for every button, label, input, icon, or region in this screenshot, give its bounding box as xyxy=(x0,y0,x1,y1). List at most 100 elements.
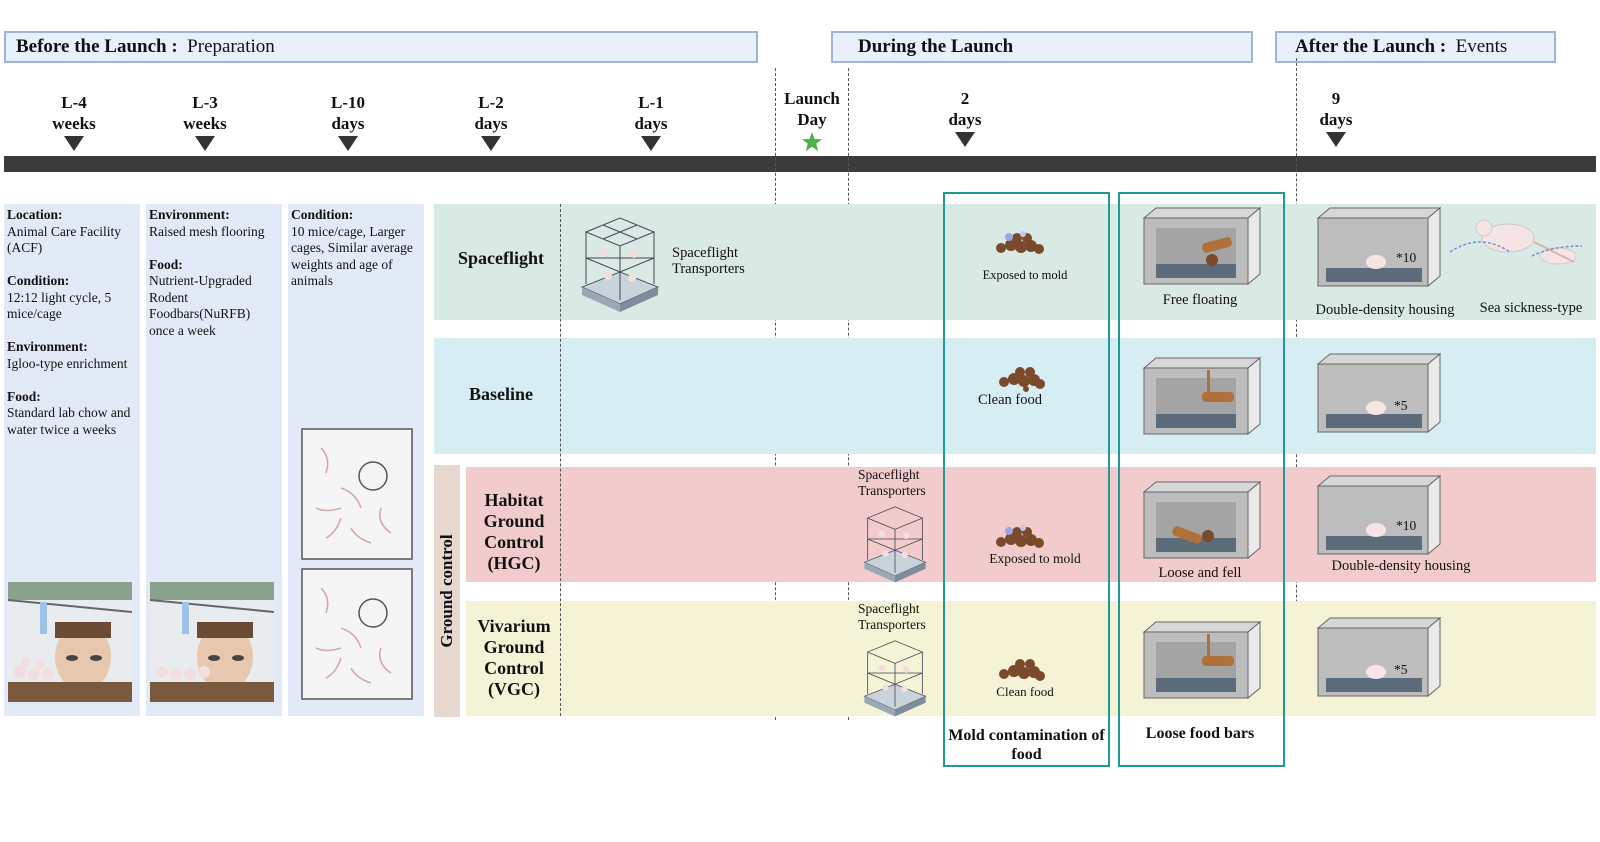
environment-text: Igloo-type enrichment xyxy=(7,355,128,371)
timeline-l1-days: L-1 days xyxy=(606,92,696,134)
condition-heading: Condition: xyxy=(291,207,354,222)
timeline-launch-day: Launch Day xyxy=(767,88,857,130)
timeline-label-line1: L-3 xyxy=(192,93,218,112)
transporter-caption-hgc: Spaceflight Transporters xyxy=(858,467,926,498)
timeline-l10-days: L-10 days xyxy=(303,92,393,134)
larger-cage-icon xyxy=(301,568,413,700)
moldy-food-icon xyxy=(996,231,1044,254)
row-label-spaceflight: Spaceflight xyxy=(457,248,544,268)
timeline-label-line1: L-1 xyxy=(638,93,664,112)
phase-after-launch: After the Launch : Events xyxy=(1275,31,1556,63)
condition-heading: Condition: xyxy=(7,273,70,288)
timeline-label-line1: L-4 xyxy=(61,93,87,112)
timeline-marker-icon xyxy=(955,132,975,147)
timeline-marker-icon xyxy=(641,136,661,151)
free-floating-caption: Free floating xyxy=(1162,292,1238,308)
double-density-caption-spaceflight: Double-density housing xyxy=(1315,302,1455,318)
timeline-l4-weeks: L-4 weeks xyxy=(29,92,119,134)
divider-l2 xyxy=(560,204,561,716)
loose-food-bars-caption: Loose food bars xyxy=(1145,725,1255,742)
mold-contamination-caption: Mold contamination of food xyxy=(948,727,1105,763)
timeline-label-line2: days xyxy=(474,114,508,133)
environment-text: Raised mesh flooring xyxy=(149,223,265,239)
clean-food-caption-vgc: Clean food xyxy=(996,684,1054,699)
phase-before-sub: Preparation xyxy=(187,36,275,57)
timeline-label-line2: days xyxy=(1319,110,1353,129)
timeline-label-line1: 2 xyxy=(960,89,970,108)
transporter-caption-vgc: Spaceflight Transporters xyxy=(858,601,926,632)
timeline-marker-icon xyxy=(64,136,84,151)
timeline-label-line2: days xyxy=(634,114,668,133)
food-text: Standard lab chow and water twice a week… xyxy=(7,405,131,437)
housing-cage-icon xyxy=(1316,616,1442,698)
phase-before-title: Before the Launch : xyxy=(16,36,178,57)
timeline-l2-days: L-2 days xyxy=(446,92,536,134)
launch-star-icon xyxy=(802,132,822,151)
phase-after-title: After the Launch : xyxy=(1295,36,1447,57)
ground-control-text: Ground control xyxy=(437,534,456,648)
habitat-cage-icon xyxy=(1142,206,1262,286)
mold-contamination-box xyxy=(943,192,1110,767)
housing-cage-icon xyxy=(1316,474,1442,556)
row-label-baseline: Baseline xyxy=(468,384,533,404)
condition-text: 10 mice/cage, Larger cages, Similar aver… xyxy=(291,223,413,289)
phase-after-sub: Events xyxy=(1455,36,1508,57)
loose-fell-caption: Loose and fell xyxy=(1158,565,1242,581)
timeline-l3-weeks: L-3 weeks xyxy=(160,92,250,134)
larger-cage-icon xyxy=(301,428,413,560)
transporter-icon xyxy=(580,217,660,312)
exposed-mold-caption-spaceflight: Exposed to mold xyxy=(982,268,1068,282)
timeline-9-days: 9 days xyxy=(1291,88,1381,130)
timeline-label-line2: Day xyxy=(797,110,827,129)
food-heading: Food: xyxy=(7,388,41,404)
condition-text: 12:12 light cycle, 5 mice/cage xyxy=(7,289,112,322)
transporter-icon xyxy=(863,640,927,717)
clean-food-icon xyxy=(999,367,1045,392)
timeline-2-days: 2 days xyxy=(920,88,1010,130)
phase-before-launch: Before the Launch : Preparation xyxy=(4,31,758,63)
phase-during-title: During the Launch xyxy=(858,36,1014,57)
x10-label-spaceflight: *10 xyxy=(1396,250,1417,265)
timeline-label-line2: weeks xyxy=(52,114,96,133)
sea-sick-mouse-icon xyxy=(1449,219,1583,265)
clean-food-caption-baseline: Clean food xyxy=(977,392,1043,408)
housing-cage-icon xyxy=(1316,206,1442,288)
transporter-caption-spaceflight: Spaceflight Transporters xyxy=(672,245,745,277)
habitat-cage-icon xyxy=(1142,620,1262,700)
timeline-label-line1: L-10 xyxy=(331,93,365,112)
ground-control-label: Ground control xyxy=(434,465,460,717)
animal-facility-illustration xyxy=(8,582,132,702)
timeline-label-line1: 9 xyxy=(1331,89,1341,108)
timeline-label-line2: days xyxy=(948,110,982,129)
loose-food-bars-box xyxy=(1118,192,1285,767)
sea-sickness-caption: Sea sickness-type xyxy=(1479,300,1583,316)
food-heading: Food: xyxy=(149,256,183,272)
environment-heading: Environment: xyxy=(7,339,88,354)
timeline-label-line1: L-2 xyxy=(478,93,504,112)
transporter-icon xyxy=(863,506,927,583)
food-text: Nutrient-Upgraded Rodent Foodbars(NuRFB)… xyxy=(149,273,252,338)
phase-during-launch: During the Launch xyxy=(831,31,1253,63)
timeline-marker-icon xyxy=(338,136,358,151)
moldy-food-icon xyxy=(996,525,1044,548)
housing-cage-icon xyxy=(1316,352,1442,434)
timeline-label-line2: weeks xyxy=(183,114,227,133)
timeline-label-line2: days xyxy=(331,114,365,133)
habitat-cage-icon xyxy=(1142,480,1262,560)
x5-label-baseline: *5 xyxy=(1394,398,1408,413)
environment-heading: Environment: xyxy=(149,207,230,222)
x10-label-hgc: *10 xyxy=(1396,518,1417,533)
exposed-mold-caption-hgc: Exposed to mold xyxy=(989,551,1081,566)
double-density-caption-hgc: Double-density housing xyxy=(1331,558,1471,574)
location-text: Animal Care Facility (ACF) xyxy=(7,223,121,256)
timeline-marker-icon xyxy=(1326,132,1346,147)
habitat-cage-icon xyxy=(1142,356,1262,436)
location-heading: Location: xyxy=(7,207,63,222)
timeline-marker-icon xyxy=(481,136,501,151)
x5-label-vgc: *5 xyxy=(1394,662,1408,677)
row-label-vgc: Vivarium Ground Control (VGC) xyxy=(477,616,551,699)
timeline-marker-icon xyxy=(195,136,215,151)
timeline-label-line1: Launch xyxy=(784,89,840,108)
clean-food-icon xyxy=(999,659,1045,681)
timeline-bar xyxy=(4,156,1596,172)
